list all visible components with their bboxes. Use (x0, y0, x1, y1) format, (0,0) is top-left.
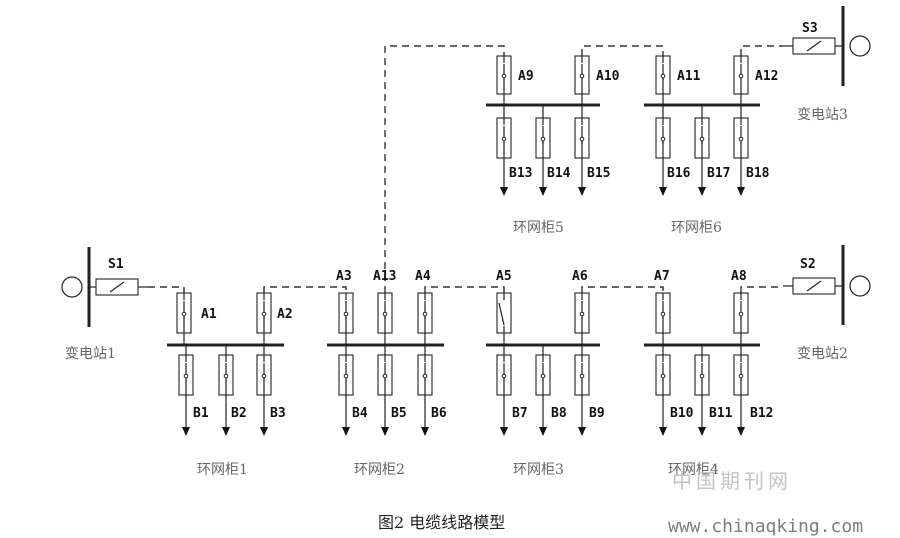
incoming-unit-A2 (256, 292, 272, 345)
outgoing-unit-B11 (694, 345, 710, 436)
incoming-unit-A7 (655, 292, 671, 345)
outgoing-unit-B16 (655, 105, 671, 196)
figure-caption: 图2 电缆线路模型 (378, 513, 505, 532)
outgoing-unit-B14 (535, 105, 551, 196)
label-A8: A8 (731, 269, 747, 284)
incoming-unit-A5 (496, 292, 512, 345)
outgoing-unit-B17 (694, 105, 710, 196)
label-B7: B7 (512, 406, 528, 421)
outgoing-unit-B8 (535, 345, 551, 436)
incoming-unit-A9 (496, 55, 512, 105)
substation-3-label: 变电站3 (797, 107, 848, 123)
outgoing-unit-B12 (733, 345, 749, 436)
label-B11: B11 (709, 406, 733, 421)
switch-s2 (783, 277, 843, 295)
watermark-site-name: 中国期刊网 (672, 469, 792, 493)
label-A2: A2 (277, 307, 293, 322)
outgoing-unit-B18 (733, 105, 749, 196)
cabinet-3-label: 环网柜3 (513, 462, 564, 478)
switch-s1-label: S1 (108, 257, 124, 272)
label-A6: A6 (572, 269, 588, 284)
outgoing-unit-B13 (496, 105, 512, 196)
incoming-unit-A6 (574, 292, 590, 345)
substation-3 (841, 6, 871, 86)
substation-1-label: 变电站1 (65, 346, 116, 362)
label-B12: B12 (750, 406, 773, 421)
cabinet-2-label: 环网柜2 (354, 462, 405, 478)
label-B6: B6 (431, 406, 447, 421)
label-A10: A10 (596, 69, 620, 84)
label-A11: A11 (677, 69, 701, 84)
incoming-unit-A1 (176, 292, 192, 345)
label-B4: B4 (352, 406, 368, 421)
label-A9: A9 (518, 69, 534, 84)
label-B18: B18 (746, 166, 770, 181)
incoming-unit-A12 (733, 55, 749, 105)
substation-1 (61, 247, 91, 327)
label-B3: B3 (270, 406, 286, 421)
outgoing-unit-B15 (574, 105, 590, 196)
switch-s3 (783, 37, 843, 55)
outgoing-unit-B3 (256, 345, 272, 436)
outgoing-unit-B1 (178, 345, 194, 436)
substation-2 (841, 245, 871, 325)
switch-s2-label: S2 (800, 257, 816, 272)
incoming-unit-A8 (733, 292, 749, 345)
outgoing-unit-B7 (496, 345, 512, 436)
label-B13: B13 (509, 166, 532, 181)
outgoing-unit-B2 (218, 345, 234, 436)
incoming-unit-A13 (377, 292, 393, 345)
cable-lines (148, 45, 783, 293)
outgoing-unit-B5 (377, 345, 393, 436)
label-B16: B16 (667, 166, 691, 181)
outgoing-feeder-units (178, 105, 749, 436)
label-B1: B1 (193, 406, 209, 421)
label-A5: A5 (496, 269, 512, 284)
label-B5: B5 (391, 406, 407, 421)
substation-2-label: 变电站2 (797, 346, 848, 362)
incoming-unit-A4 (417, 292, 433, 345)
incoming-switch-units (176, 55, 749, 345)
label-B15: B15 (587, 166, 610, 181)
switch-s3-label: S3 (802, 21, 818, 36)
label-B2: B2 (231, 406, 247, 421)
label-A7: A7 (654, 269, 670, 284)
label-A3: A3 (336, 269, 352, 284)
outgoing-unit-B9 (574, 345, 590, 436)
label-A1: A1 (201, 307, 217, 322)
label-B9: B9 (589, 406, 605, 421)
label-B17: B17 (707, 166, 730, 181)
cabinet-5-label: 环网柜5 (513, 220, 564, 236)
incoming-unit-A10 (574, 55, 590, 105)
cabinet-1-label: 环网柜1 (197, 462, 248, 478)
outgoing-unit-B6 (417, 345, 433, 436)
label-B10: B10 (670, 406, 694, 421)
incoming-unit-A3 (338, 292, 354, 345)
label-A13: A13 (373, 269, 396, 284)
cabinet-4-label: 环网柜4 (668, 462, 719, 478)
label-A12: A12 (755, 69, 778, 84)
cabinet-6-label: 环网柜6 (671, 220, 722, 236)
watermark-url: www.chinaqking.com (668, 516, 863, 537)
label-B8: B8 (551, 406, 567, 421)
label-A4: A4 (415, 269, 431, 284)
switch-s1 (89, 278, 148, 296)
incoming-unit-A11 (655, 55, 671, 105)
outgoing-unit-B10 (655, 345, 671, 436)
outgoing-unit-B4 (338, 345, 354, 436)
label-B14: B14 (547, 166, 571, 181)
